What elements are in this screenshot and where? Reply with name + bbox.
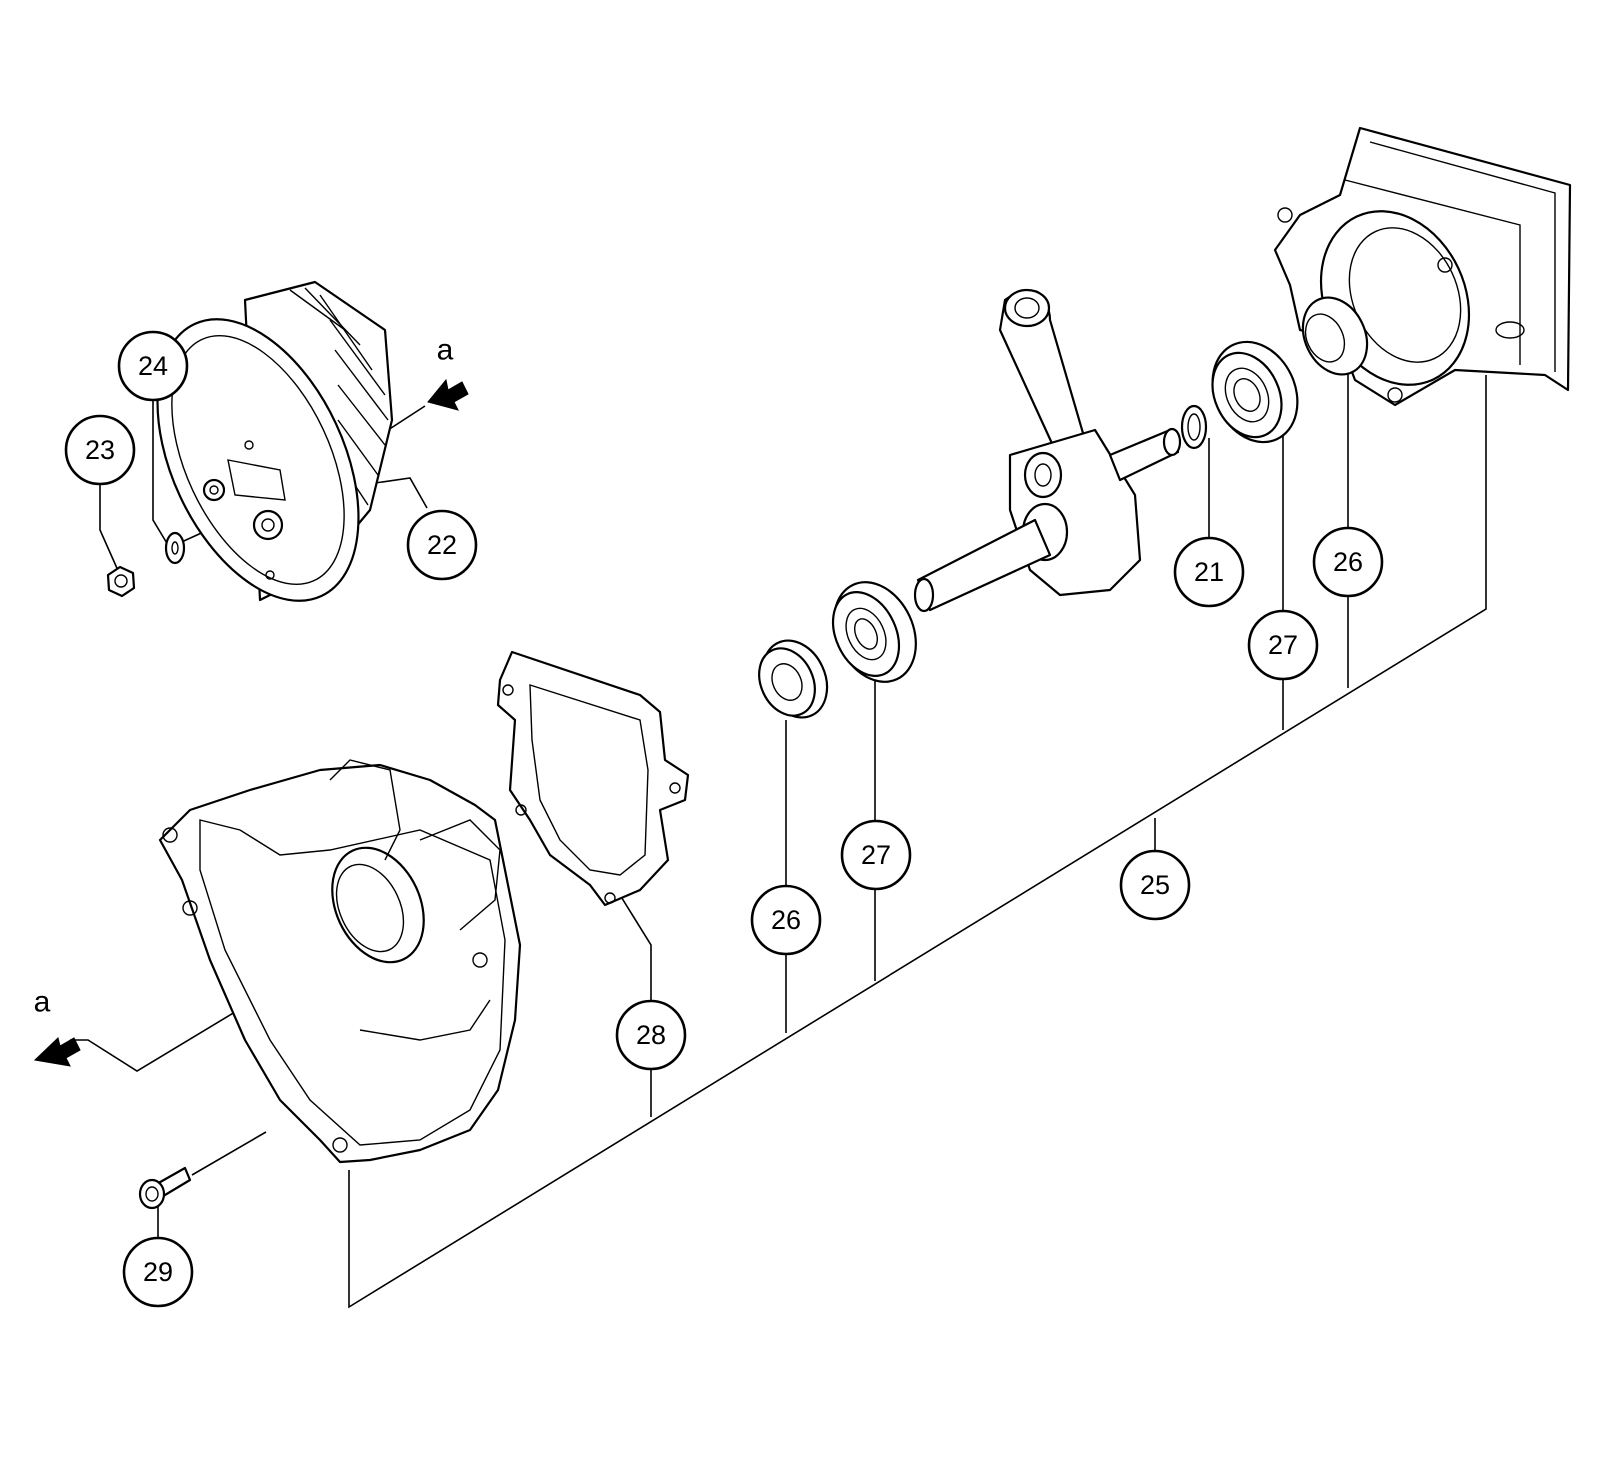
svg-text:25: 25	[1140, 870, 1170, 900]
callout-26-front: 26	[750, 884, 822, 956]
callout-24: 24	[117, 330, 189, 402]
callout-27-front: 27	[840, 819, 912, 891]
callout-25: 25	[1119, 849, 1191, 921]
oil-seal-front	[758, 639, 829, 719]
svg-text:29: 29	[143, 1257, 173, 1287]
screw	[138, 1166, 192, 1210]
svg-text:24: 24	[138, 351, 168, 381]
callout-23: 23	[64, 414, 136, 486]
crankshaft	[913, 288, 1182, 613]
svg-text:23: 23	[85, 435, 115, 465]
arrow-a-bottom: a	[34, 986, 81, 1067]
crankcase-left	[158, 759, 522, 1164]
nut	[106, 565, 136, 598]
svg-text:a: a	[437, 334, 454, 367]
leader-assembly-main	[348, 375, 1487, 1309]
flywheel	[156, 280, 394, 602]
svg-text:21: 21	[1194, 557, 1224, 587]
svg-text:26: 26	[771, 905, 801, 935]
callout-29: 29	[122, 1236, 194, 1308]
svg-text:28: 28	[636, 1020, 666, 1050]
callout-28: 28	[615, 999, 687, 1071]
callout-21: 21	[1173, 536, 1245, 608]
svg-text:26: 26	[1333, 547, 1363, 577]
callout-26-right: 26	[1312, 526, 1384, 598]
washer	[164, 531, 186, 565]
thrust-washer	[1180, 404, 1208, 450]
arrow-a-top: a	[427, 334, 469, 411]
callout-22: 22	[406, 509, 478, 581]
gasket	[496, 650, 690, 907]
svg-text:22: 22	[427, 530, 457, 560]
bearing-right	[1211, 340, 1299, 444]
svg-text:a: a	[34, 986, 51, 1019]
svg-text:27: 27	[861, 840, 891, 870]
callout-27-right: 27	[1247, 609, 1319, 681]
crankcase-right	[1273, 126, 1572, 407]
bearing-front	[831, 581, 917, 683]
svg-text:27: 27	[1268, 630, 1298, 660]
